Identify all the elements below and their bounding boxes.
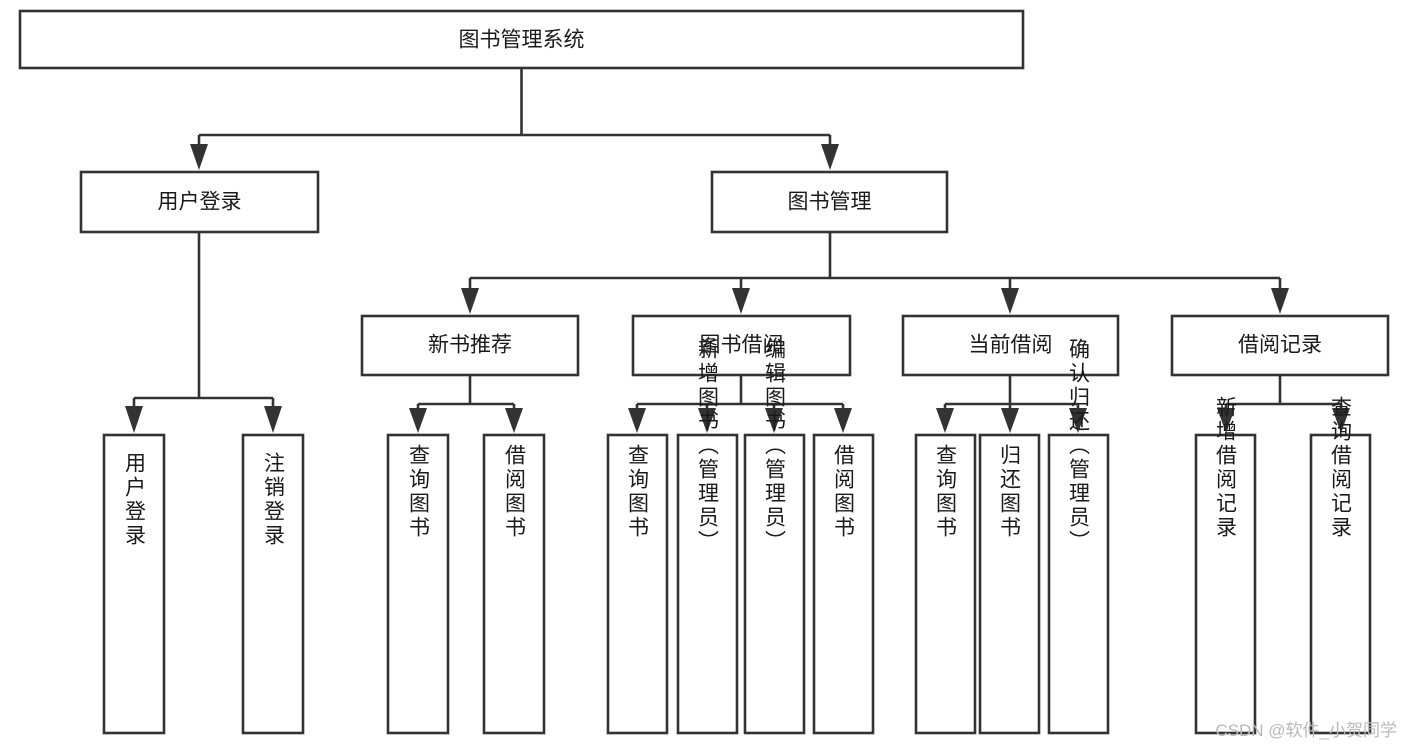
node-leaf-query-book-c-label: 查询图书 (934, 444, 958, 540)
node-root[interactable]: 图书管理系统 (18, 9, 1025, 70)
node-leaf-edit-book-label: 编辑图书（管理员） (763, 338, 787, 554)
node-leaf-query-book-b-rect[interactable] (606, 433, 669, 735)
node-leaf-add-record-label: 新增借阅记录 (1214, 396, 1238, 540)
node-leaf-add-book-label: 新增图书（管理员） (696, 338, 720, 554)
node-leaf-borrow-book-b-label: 借阅图书 (832, 444, 856, 540)
node-book-manage-rect[interactable] (710, 170, 949, 234)
arrowhead-br-query-record (1332, 408, 1350, 433)
node-book-manage[interactable]: 图书管理 (710, 170, 949, 234)
node-new-book-recommend-rect[interactable] (360, 314, 580, 377)
arrowhead-bm-book-borrow (732, 288, 750, 314)
arrowhead-cb-confirm-return (1069, 408, 1087, 433)
node-leaf-add-book-rect[interactable] (676, 433, 739, 735)
node-user-login-label: 用户登录 (158, 191, 242, 214)
node-book-borrow-rect[interactable] (631, 314, 852, 377)
node-leaf-query-book-c[interactable]: 查询图书 (914, 433, 977, 735)
node-current-borrow-label: 当前借阅 (969, 334, 1053, 357)
node-leaf-query-record-rect[interactable] (1309, 433, 1372, 735)
node-leaf-confirm-return-rect[interactable] (1047, 433, 1110, 735)
node-current-borrow[interactable]: 当前借阅 (901, 314, 1120, 377)
node-leaf-borrow-book-a[interactable]: 借阅图书 (482, 433, 546, 735)
node-leaf-edit-book[interactable]: 编辑图书（管理员） (743, 338, 806, 735)
node-leaf-logout-rect[interactable] (241, 433, 305, 735)
node-leaf-query-book-a[interactable]: 查询图书 (386, 433, 450, 735)
node-leaf-borrow-book-b-rect[interactable] (812, 433, 875, 735)
node-layer: 图书管理系统 用户登录 图书管理 新书推荐 图书借阅 (18, 9, 1390, 735)
node-leaf-user-login-label: 用户登录 (123, 452, 147, 548)
node-leaf-return-book-label: 归还图书 (998, 444, 1022, 540)
node-leaf-add-record[interactable]: 新增借阅记录 (1194, 396, 1257, 735)
node-leaf-add-book[interactable]: 新增图书（管理员） (676, 338, 739, 735)
node-leaf-query-book-c-rect[interactable] (914, 433, 977, 735)
node-leaf-query-record-label: 查询借阅记录 (1329, 396, 1353, 540)
edge-layer (125, 68, 1350, 433)
csdn-watermark: CSDN @软件_小贺同学 (1215, 721, 1397, 740)
arrowhead-bb-edit-book (765, 408, 783, 433)
arrowhead-br-add-record (1217, 408, 1235, 433)
node-borrow-record-label: 借阅记录 (1238, 334, 1322, 357)
arrowhead-bm-new-book-rec (461, 288, 479, 314)
node-borrow-record-rect[interactable] (1170, 314, 1390, 377)
node-current-borrow-rect[interactable] (901, 314, 1120, 377)
node-leaf-edit-book-rect[interactable] (743, 433, 806, 735)
node-leaf-add-record-rect[interactable] (1194, 433, 1257, 735)
arrowhead-cb-return-book (1001, 408, 1019, 433)
node-leaf-logout[interactable]: 注销登录 (241, 433, 305, 735)
arrowhead-bm-borrow-record (1271, 288, 1289, 314)
node-leaf-confirm-return[interactable]: 确认归还（管理员） (1047, 338, 1110, 735)
node-book-manage-label: 图书管理 (788, 191, 872, 214)
node-leaf-query-book-b-label: 查询图书 (626, 444, 650, 540)
node-new-book-recommend-label: 新书推荐 (428, 334, 512, 357)
node-book-borrow[interactable]: 图书借阅 (631, 314, 852, 377)
arrowhead-bb-add-book (698, 408, 716, 433)
node-root-label: 图书管理系统 (459, 29, 585, 52)
node-leaf-query-book-a-rect[interactable] (386, 433, 450, 735)
node-leaf-user-login-rect[interactable] (102, 433, 166, 735)
arrowhead-userlogin-leaf2 (264, 406, 282, 433)
node-leaf-user-login[interactable]: 用户登录 (102, 433, 166, 735)
node-user-login[interactable]: 用户登录 (79, 170, 320, 234)
node-leaf-borrow-book-b[interactable]: 借阅图书 (812, 433, 875, 735)
node-leaf-confirm-return-label: 确认归还（管理员） (1067, 338, 1091, 554)
arrowhead-userlogin-leaf1 (125, 406, 143, 433)
node-leaf-query-record[interactable]: 查询借阅记录 (1309, 396, 1372, 735)
node-leaf-borrow-book-a-rect[interactable] (482, 433, 546, 735)
arrowhead-bb-query-book (628, 408, 646, 433)
node-book-borrow-label: 图书借阅 (700, 334, 784, 357)
node-leaf-query-book-b[interactable]: 查询图书 (606, 433, 669, 735)
node-leaf-query-book-a-label: 查询图书 (407, 444, 431, 540)
arrowhead-nbr-query-book (409, 408, 427, 433)
node-leaf-return-book-rect[interactable] (978, 433, 1041, 735)
arrowhead-bm-current-borrow (1001, 288, 1019, 314)
node-root-rect[interactable] (18, 9, 1025, 70)
arrowhead-bb-borrow-book (834, 408, 852, 433)
arrowhead-nbr-borrow-book (505, 408, 523, 433)
node-borrow-record[interactable]: 借阅记录 (1170, 314, 1390, 377)
node-leaf-borrow-book-a-label: 借阅图书 (503, 444, 527, 540)
node-user-login-rect[interactable] (79, 170, 320, 234)
arrowhead-cb-query-book (936, 408, 954, 433)
node-new-book-recommend[interactable]: 新书推荐 (360, 314, 580, 377)
arrowhead-root-to-book-manage (821, 144, 839, 170)
node-leaf-logout-label: 注销登录 (262, 452, 286, 548)
arrowhead-root-to-user-login (190, 144, 208, 170)
node-leaf-return-book[interactable]: 归还图书 (978, 433, 1041, 735)
